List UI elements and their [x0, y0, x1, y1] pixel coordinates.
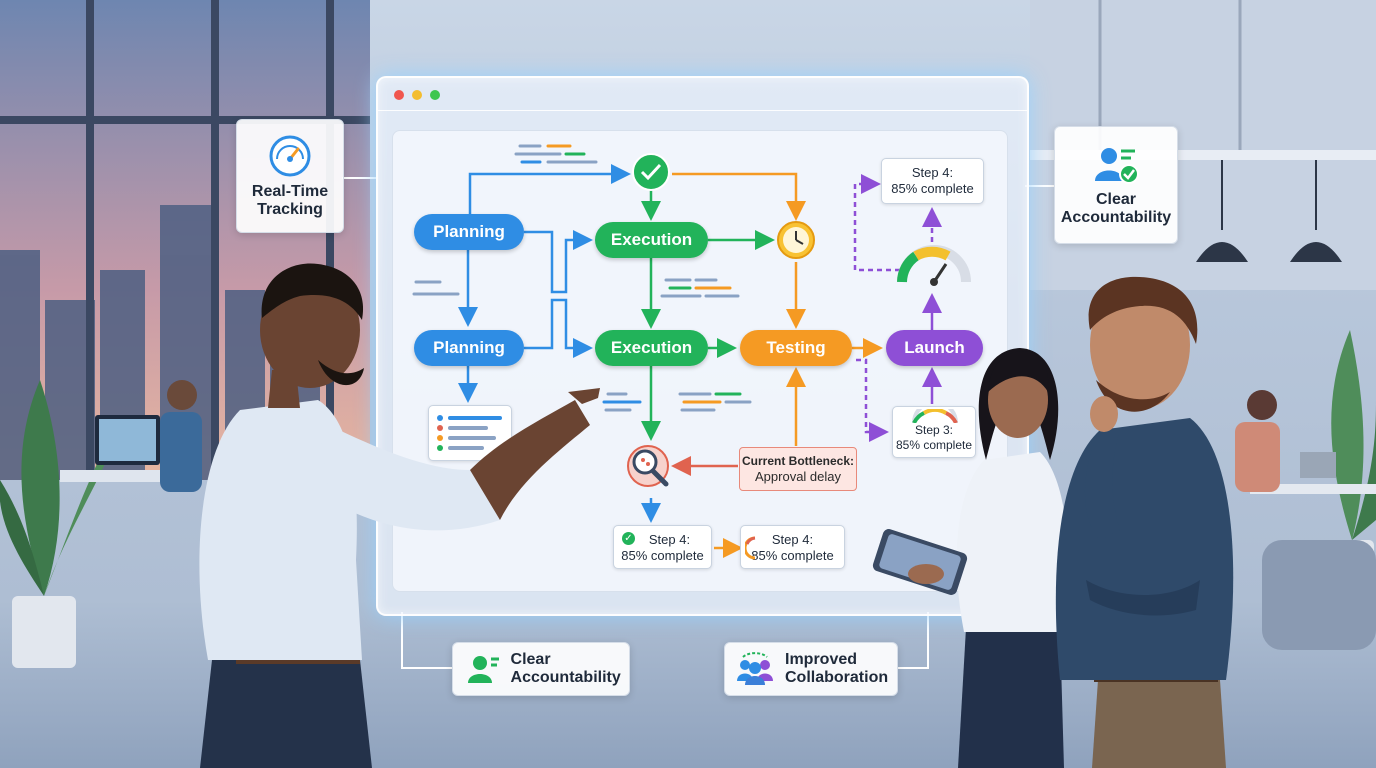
accountability-card-top: Clear Accountability [1054, 126, 1178, 244]
status-step: Step 4: [911, 165, 954, 180]
execution-node-1[interactable]: Execution [595, 222, 708, 258]
accountability-label-bottom: Clear Accountability [510, 651, 621, 686]
maximize-dot[interactable] [430, 90, 440, 100]
status-progress: 85% complete [891, 181, 974, 196]
planning-node-2[interactable]: Planning [414, 330, 524, 366]
user-check-icon [468, 656, 499, 683]
bottleneck-reason: Approval delay [755, 469, 841, 484]
status-progress: 85% complete [895, 438, 973, 452]
status-progress: 85% complete [621, 548, 704, 563]
user-check-icon [1095, 148, 1139, 184]
checkmark-icon [632, 153, 670, 191]
magnifier-icon [627, 445, 669, 487]
status-step: Step 4: [648, 532, 691, 547]
status-step: Step 3: [914, 423, 954, 437]
minimize-dot[interactable] [412, 90, 422, 100]
background-worker-right [1235, 390, 1376, 494]
man-pointing [199, 263, 600, 768]
speedometer-icon [269, 135, 311, 177]
status-box-bottom-right: Step 4: 85% complete [740, 525, 845, 569]
plant-left [0, 380, 120, 668]
background-worker-left [60, 380, 202, 492]
planning-node-1[interactable]: Planning [414, 214, 524, 250]
collaboration-label: Improved Collaboration [785, 651, 889, 686]
code-snippets [412, 144, 752, 412]
execution-node-2[interactable]: Execution [595, 330, 708, 366]
status-box-top-right: Step 4: 85% complete [881, 158, 984, 204]
bottleneck-title: Current Bottleneck: [741, 454, 854, 468]
status-box-step3: Step 3: 85% complete [892, 406, 976, 458]
realtime-tracking-card: Real-Time Tracking [236, 119, 344, 233]
status-progress: 85% complete [751, 548, 834, 563]
progress-arc-icon [745, 536, 756, 560]
close-dot[interactable] [394, 90, 404, 100]
pendant-lamps [1196, 160, 1342, 262]
armchair [1262, 540, 1376, 650]
status-step: Step 4: [771, 532, 814, 547]
checklist-icon [437, 415, 502, 451]
collaboration-card: Improved Collaboration [724, 642, 898, 696]
window-titlebar [378, 78, 1027, 111]
accountability-label-top: Clear Accountability [1060, 191, 1172, 226]
users-icon [737, 652, 773, 685]
accountability-card-bottom: Clear Accountability [452, 642, 630, 696]
bottleneck-card[interactable]: Current Bottleneck: Approval delay [739, 447, 857, 491]
launch-node[interactable]: Launch [886, 330, 983, 366]
man-thinking [1055, 276, 1234, 768]
gauge-icon [897, 245, 971, 286]
realtime-tracking-label: Real-Time Tracking [251, 183, 329, 218]
status-box-bottom-left: ✓ Step 4: 85% complete [613, 525, 712, 569]
clock-icon [777, 221, 815, 259]
woman-with-tablet [872, 348, 1068, 768]
testing-node[interactable]: Testing [740, 330, 852, 366]
mini-gauge-icon [912, 409, 958, 423]
check-circle-icon: ✓ [622, 532, 635, 545]
